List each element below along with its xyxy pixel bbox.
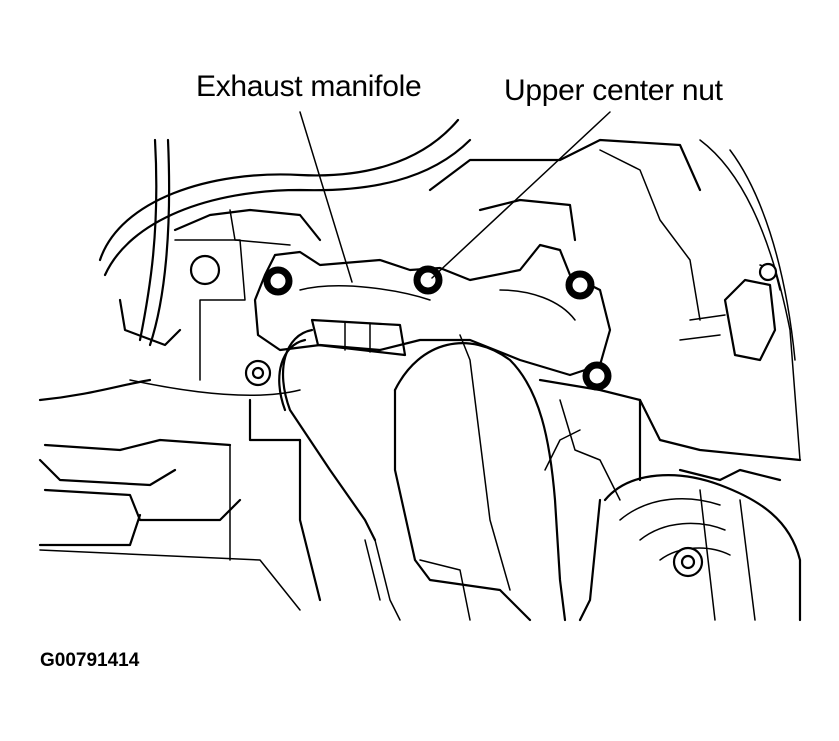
left-engine-block bbox=[38, 239, 322, 611]
upper-engine-outline bbox=[98, 118, 801, 461]
oxygen-sensor bbox=[278, 318, 407, 621]
nut-upper-right bbox=[565, 270, 595, 300]
connector-clip bbox=[758, 262, 778, 282]
nut-lower-right bbox=[582, 361, 612, 391]
leader-lines bbox=[299, 111, 611, 283]
boss-left bbox=[189, 254, 221, 286]
leader-upper-center-nut bbox=[431, 111, 611, 279]
nut-upper-center bbox=[413, 265, 443, 295]
leader-exhaust-manifold bbox=[299, 111, 353, 283]
electrical-connector bbox=[679, 262, 781, 362]
exhaust-manifold bbox=[253, 243, 612, 377]
nut-upper-left bbox=[263, 266, 293, 296]
callout-upper-center-nut: Upper center nut bbox=[504, 74, 723, 107]
figure-id: G00791414 bbox=[40, 650, 140, 671]
callout-exhaust-manifold: Exhaust manifole bbox=[196, 70, 422, 103]
alternator-bolt-center bbox=[680, 554, 696, 570]
right-engine-components bbox=[538, 378, 802, 622]
bolt-lower-left-center bbox=[251, 366, 265, 380]
exhaust-pipe bbox=[393, 334, 567, 622]
manifold-nuts bbox=[189, 254, 612, 391]
